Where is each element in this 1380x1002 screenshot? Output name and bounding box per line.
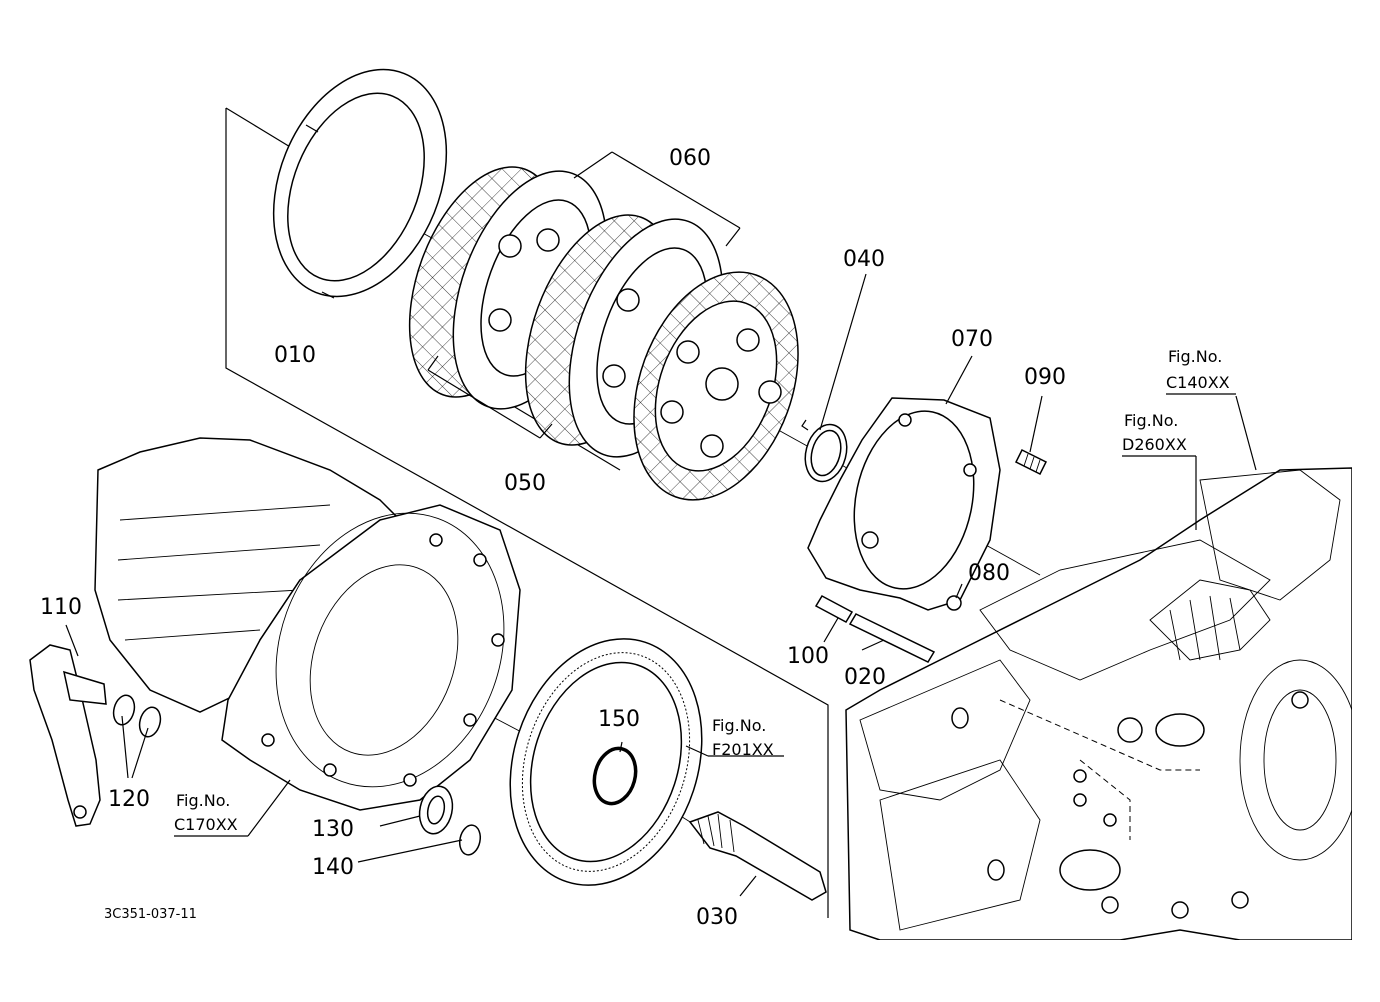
fig-ref-d260-line2: D260XX [1122, 435, 1187, 454]
fig-ref-f201-line1: Fig.No. [712, 716, 766, 735]
part-150-o-ring [592, 746, 638, 806]
label-130: 130 [312, 817, 354, 842]
leader-lines [65, 151, 1257, 897]
fig-ref-d260-line1: Fig.No. [1124, 411, 1178, 430]
label-040: 040 [843, 247, 885, 272]
part-080-ball [946, 595, 962, 611]
label-150: 150 [598, 707, 640, 732]
label-080: 080 [968, 561, 1010, 586]
label-120: 120 [108, 787, 150, 812]
label-010: 010 [274, 343, 316, 368]
label-110: 110 [40, 595, 82, 620]
fig-ref-f201-line2: F201XX [712, 740, 774, 759]
ring-gear-f201 [509, 638, 703, 886]
diagram-code: 3C351-037-11 [104, 907, 197, 922]
fig-ref-c140-line2: C140XX [1166, 373, 1230, 392]
part-110-lever [29, 644, 107, 827]
label-090: 090 [1024, 365, 1066, 390]
part-020-pin [848, 613, 936, 663]
fig-ref-c140-line1: Fig.No. [1168, 347, 1222, 366]
part-120-o-rings [112, 694, 162, 738]
part-100-pin [814, 595, 854, 623]
fig-ref-c170-line2: C170XX [174, 815, 238, 834]
fig-ref-c170-line1: Fig.No. [176, 791, 230, 810]
part-060-050-clutch-plates [408, 166, 799, 501]
part-030-shaft [688, 811, 827, 901]
figure-references: Fig.No. C140XX Fig.No. D260XX Fig.No. F2… [174, 347, 1230, 834]
label-030: 030 [696, 905, 738, 930]
part-labels: 010 020 030 040 050 060 070 080 090 100 … [40, 146, 1066, 930]
part-090-spring [1014, 448, 1048, 476]
transmission-case [845, 467, 1352, 940]
part-130-bushing [418, 785, 454, 835]
part-140-retainer [458, 824, 482, 856]
label-070: 070 [951, 327, 993, 352]
label-140: 140 [312, 855, 354, 880]
label-060: 060 [669, 146, 711, 171]
part-070-gasket [807, 397, 1001, 611]
part-040-snap-ring [801, 419, 848, 483]
label-020: 020 [844, 665, 886, 690]
part-010-ring [272, 68, 448, 299]
housing-c170 [94, 437, 521, 811]
label-100: 100 [787, 644, 829, 669]
label-050: 050 [504, 471, 546, 496]
